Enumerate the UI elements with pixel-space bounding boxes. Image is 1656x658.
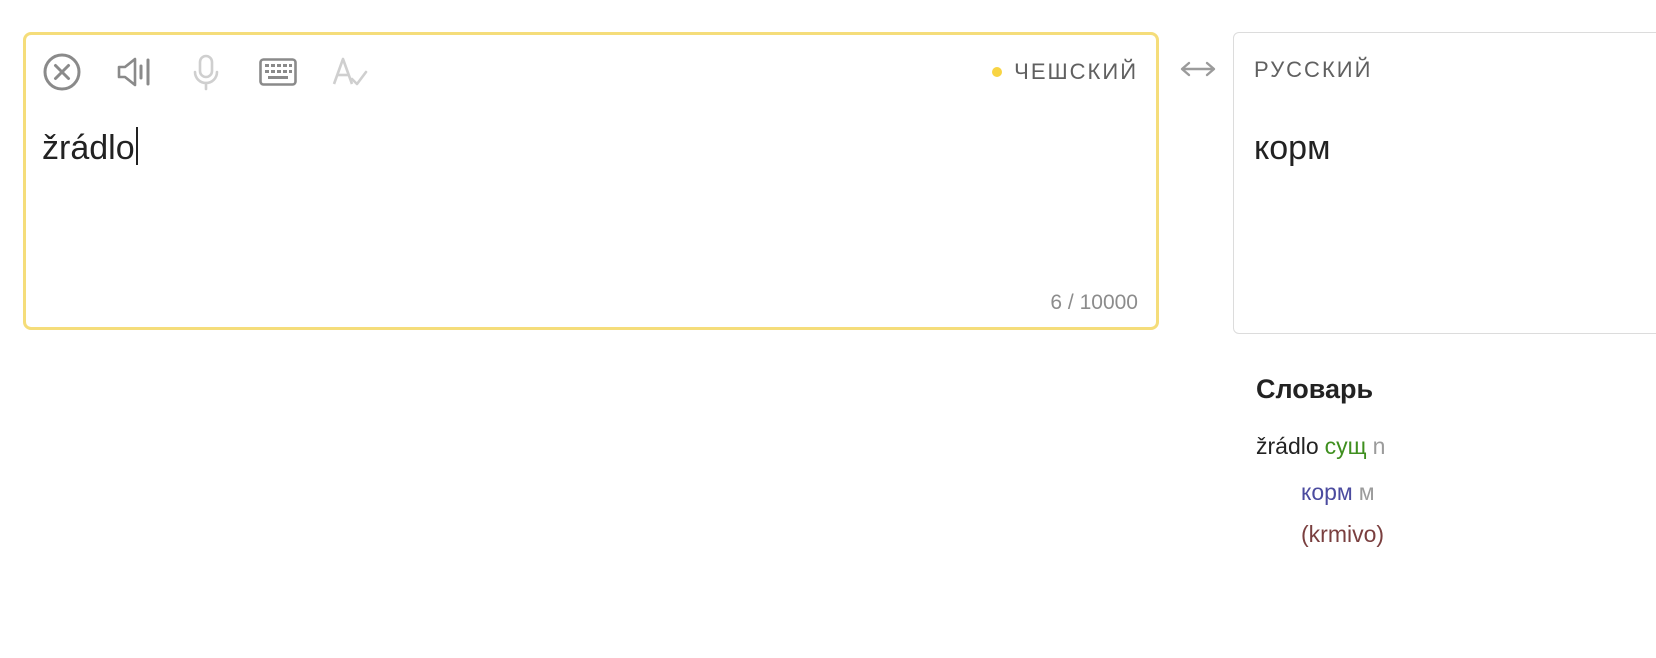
voice-input-button[interactable]	[184, 50, 228, 94]
target-panel: РУССКИЙ корм	[1233, 32, 1656, 334]
dictionary-headword-gender: n	[1372, 433, 1386, 459]
clear-circle-x-icon	[43, 53, 81, 91]
text-caret	[135, 127, 138, 165]
dictionary-headword: žrádlo	[1256, 433, 1319, 459]
source-language-label: ЧЕШСКИЙ	[1014, 59, 1138, 84]
dictionary-translation-link[interactable]: корм	[1301, 479, 1353, 505]
source-language-selector[interactable]: ЧЕШСКИЙ	[992, 59, 1138, 85]
target-language-selector[interactable]: РУССКИЙ	[1254, 57, 1373, 82]
clear-button[interactable]	[40, 50, 84, 94]
keyboard-icon	[259, 58, 297, 86]
source-text-input[interactable]: žrádlo	[42, 127, 138, 168]
swap-arrows-icon	[1180, 61, 1216, 77]
listen-button[interactable]	[112, 50, 156, 94]
virtual-keyboard-button[interactable]	[256, 50, 300, 94]
spellcheck-button[interactable]	[328, 50, 372, 94]
source-toolbar	[40, 51, 400, 93]
dictionary-title: Словарь	[1256, 374, 1374, 404]
detected-language-dot	[992, 67, 1003, 77]
source-panel: ЧЕШСКИЙ žrádlo 6 / 10000	[23, 32, 1159, 330]
spellcheck-icon	[332, 57, 368, 86]
speaker-icon	[117, 57, 150, 87]
dictionary-part-of-speech: сущ	[1324, 433, 1367, 459]
translation-output: корм	[1254, 129, 1331, 167]
source-text-value: žrádlo	[42, 129, 135, 167]
character-counter: 6 / 10000	[1050, 291, 1138, 314]
dictionary-synonym: (krmivo)	[1301, 521, 1385, 547]
swap-languages-button[interactable]	[1176, 54, 1220, 84]
dictionary-translation-gender: м	[1358, 479, 1375, 505]
microphone-icon	[193, 54, 219, 91]
